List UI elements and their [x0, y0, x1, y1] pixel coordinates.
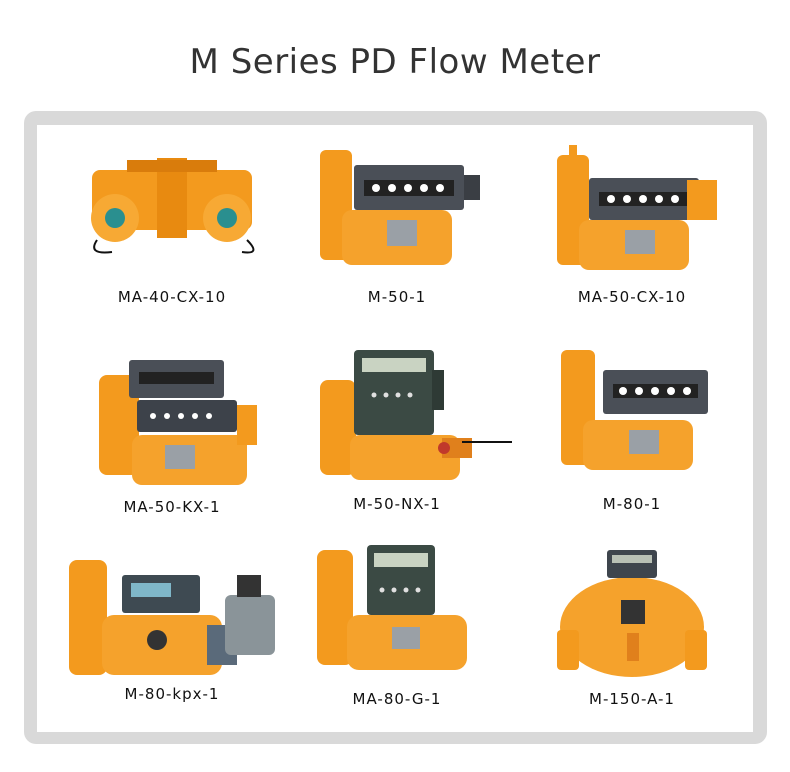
product-model-label: M-50-1: [367, 288, 427, 306]
large-flow-meter-image: [557, 550, 707, 677]
dual-chamber-flow-meter-image: [91, 158, 255, 254]
product-model-label: M-50-NX-1: [353, 495, 441, 513]
product-model-label: MA-50-KX-1: [123, 498, 221, 516]
product-card[interactable]: MA-50-KX-1: [57, 350, 287, 540]
electronic-register-flow-meter-image: [317, 545, 467, 670]
product-card[interactable]: M-80-1: [517, 350, 747, 540]
register-flow-meter-image: [561, 350, 708, 470]
product-card[interactable]: M-80-kpx-1: [57, 555, 287, 745]
electronic-flow-meter-with-solenoid-valve-image: [69, 560, 275, 675]
product-model-label: M-150-A-1: [589, 690, 675, 708]
product-model-label: MA-80-G-1: [352, 690, 442, 708]
product-card[interactable]: M-150-A-1: [517, 545, 747, 735]
product-card[interactable]: MA-80-G-1: [282, 545, 512, 735]
product-model-label: MA-50-CX-10: [577, 288, 687, 306]
product-card[interactable]: MA-40-CX-10: [57, 140, 287, 330]
electronic-register-flow-meter-image: [320, 350, 512, 480]
product-card[interactable]: M-50-NX-1: [282, 350, 512, 540]
product-model-label: M-80-kpx-1: [124, 685, 220, 703]
register-flow-meter-image: [320, 150, 480, 265]
product-model-label: MA-40-CX-10: [117, 288, 227, 306]
register-flow-meter-with-valve-image: [557, 145, 717, 270]
product-model-label: M-80-1: [602, 495, 662, 513]
preset-register-flow-meter-image: [99, 360, 257, 485]
product-card[interactable]: M-50-1: [282, 140, 512, 330]
page-title: M Series PD Flow Meter: [189, 42, 601, 82]
product-grid: MA-40-CX-10 M-50-1 MA-50-CX-10: [37, 125, 753, 732]
product-card[interactable]: MA-50-CX-10: [517, 140, 747, 330]
